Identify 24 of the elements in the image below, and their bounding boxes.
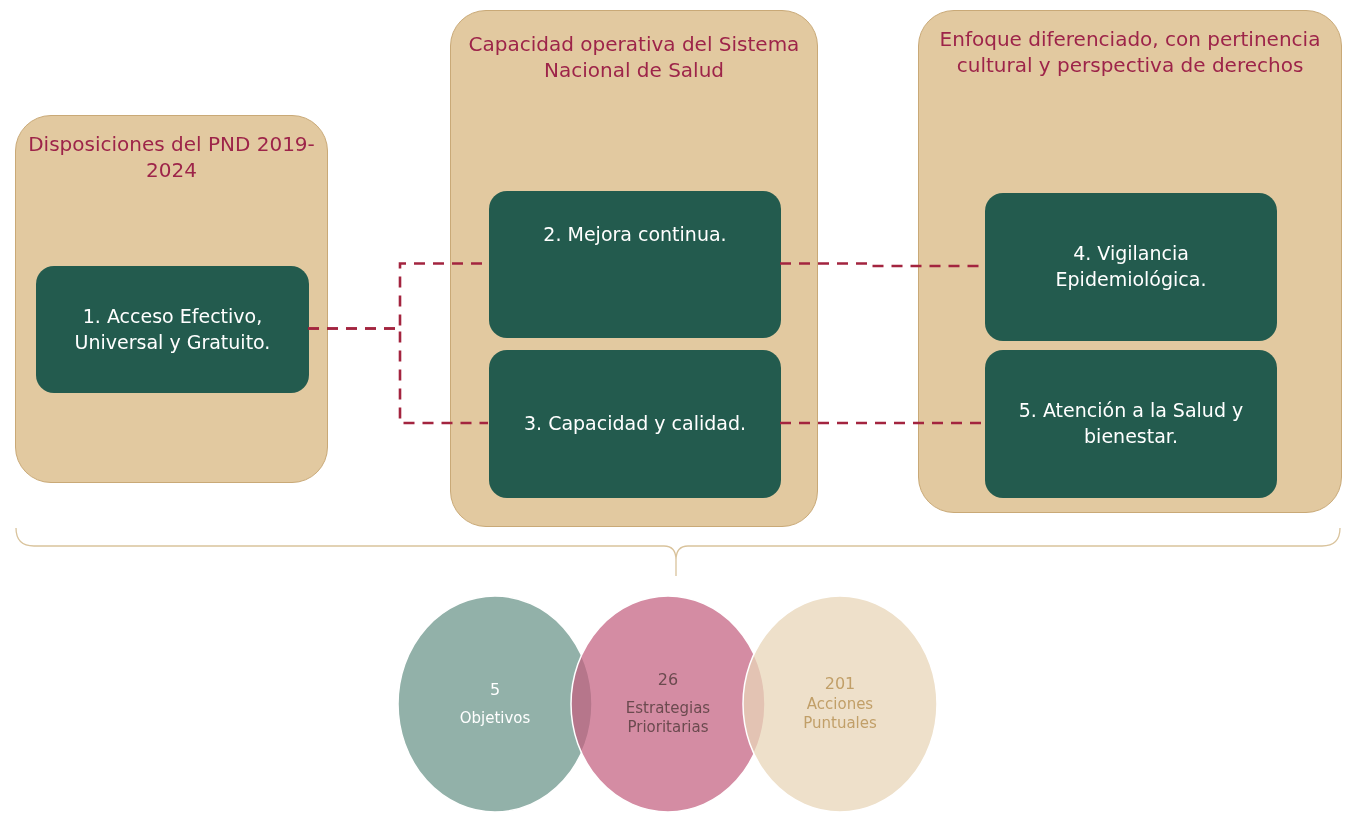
connector-line [780,421,984,425]
item-box [489,191,781,338]
item-label: 2. Mejora continua. [542,221,728,247]
count-number: 5 [489,679,501,701]
count-number: 26 [657,670,679,691]
count-number: 201 [824,674,856,695]
count-label: Objetivos [459,708,531,729]
item-box [489,350,781,498]
connector-line [308,327,488,425]
group-heading: Capacidad operativa del Sistema Nacional de Salud [467,31,801,83]
group-heading: Enfoque diferenciado, con pertinencia cultural y perspectiva de derechos [938,26,1322,78]
group-panel [15,115,328,483]
item-label: 5. Atención a la Salud y bienestar. [1017,398,1245,449]
item-label: 1. Acceso Efectivo, Universal y Gratuito. [73,303,272,355]
item-label: 3. Capacidad y calidad. [522,411,747,437]
count-label: Estrategias Prioritarias [624,698,712,738]
count-label: Acciones Puntuales [802,694,878,734]
item-box [985,350,1277,498]
group-panel [450,10,818,527]
group-heading: Disposiciones del PND 2019-2024 [27,131,316,183]
item-box [36,266,309,393]
group-panel [918,10,1342,513]
item-label: 4. Vigilancia Epidemiológica. [1054,241,1208,292]
item-box [985,193,1277,341]
